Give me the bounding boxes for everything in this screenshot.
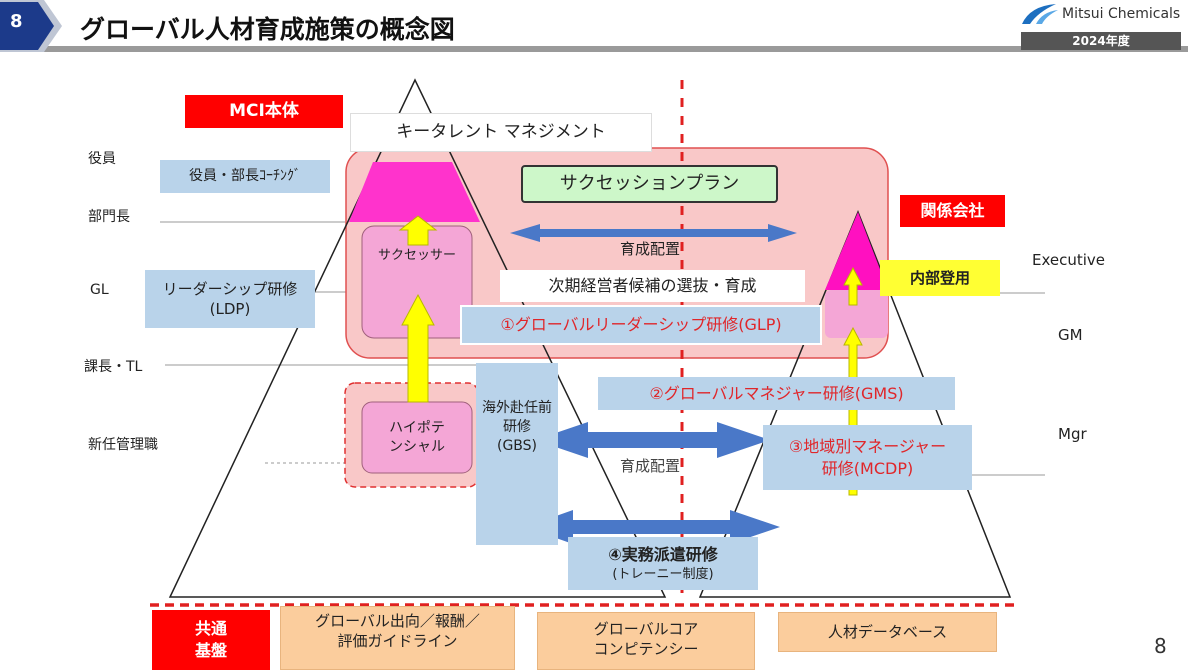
key-talent-title: キータレント マネジメント	[350, 113, 652, 152]
promote-arrow-large	[401, 293, 435, 403]
competency-line2: コンピテンシー	[593, 640, 699, 659]
level-gl: GL	[90, 282, 109, 298]
placement-label-top: 育成配置	[619, 239, 680, 258]
guidelines-line1: グローバル出向／報酬／	[315, 612, 480, 630]
successor-label: サクセッサー	[377, 248, 456, 264]
logo-text: Mitsui Chemicals	[1062, 6, 1181, 22]
internal-arrow-bottom	[843, 326, 863, 496]
trainee-line1: ④実務派遣研修	[608, 544, 718, 564]
page-title: グローバル人材育成施策の概念図	[80, 15, 455, 44]
ldp-line2: (LDP)	[209, 300, 251, 318]
foundation-line1: 共通	[194, 619, 227, 639]
page-number: 8	[1154, 634, 1167, 658]
executive-layer	[349, 162, 480, 222]
coaching-program: 役員・部長ｺｰﾁﾝｸﾞ	[160, 160, 330, 193]
ldp-program: リーダーシップ研修 (LDP)	[145, 270, 315, 328]
mcdp-program: ③地域別マネージャー 研修(MCDP)	[763, 425, 972, 490]
level-right-executive: Executive	[1032, 251, 1106, 269]
year-badge: 2024年度	[1021, 32, 1181, 50]
gbs-line3: (GBS)	[496, 437, 538, 454]
trainee-line2: (トレーニー制度)	[612, 566, 714, 582]
foundation-label: 共通 基盤	[152, 610, 270, 670]
affiliate-executive-layer	[825, 212, 888, 290]
mcdp-line1: ③地域別マネージャー	[788, 436, 947, 456]
mci-label: MCI本体	[185, 95, 343, 128]
header-bar	[0, 0, 1188, 52]
foundation-item-guidelines: グローバル出向／報酬／ 評価ガイドライン	[280, 606, 515, 670]
level-right-mgr: Mgr	[1058, 425, 1087, 443]
level-new-manager: 新任管理職	[88, 437, 158, 453]
gms-program: ②グローバルマネジャー研修(GMS)	[598, 377, 955, 410]
level-division-head: 部門長	[88, 209, 130, 225]
level-right-gm: GM	[1058, 326, 1083, 344]
foundation-item-competency: グローバルコア コンピテンシー	[537, 612, 755, 670]
placement-arrow-bottom	[525, 510, 780, 544]
high-potential-label: ハイポテンシャル	[362, 402, 472, 473]
guidelines-line2: 評価ガイドライン	[337, 632, 458, 651]
internal-promotion: 内部登用	[880, 260, 1000, 296]
next-exec-label: 次期経営者候補の選抜・育成	[500, 270, 805, 302]
foundation-item-database: 人材データベース	[778, 612, 997, 652]
placement-arrow-mid	[535, 422, 770, 458]
gbs-line1: 海外赴任前	[482, 400, 552, 416]
level-section-chief: 課長・TL	[84, 359, 143, 375]
affiliate-successor-box	[825, 290, 888, 338]
promote-arrow-small	[398, 215, 438, 246]
level-executive: 役員	[88, 151, 116, 167]
mitsui-logo-icon	[1022, 4, 1058, 24]
succession-plan: サクセッションプラン	[521, 165, 778, 203]
placement-label-mid: 育成配置	[619, 456, 680, 475]
foundation-line2: 基盤	[194, 641, 227, 660]
placement-arrow-top	[510, 224, 797, 242]
glp-program: ①グローバルリーダーシップ研修(GLP)	[460, 305, 822, 345]
gbs-line2: 研修	[503, 418, 531, 435]
internal-arrow-top	[843, 266, 863, 306]
slide-number: 8	[10, 11, 23, 32]
slide-number-chevron	[0, 0, 62, 52]
gbs-program: 海外赴任前 研修 (GBS)	[476, 363, 558, 545]
competency-line1: グローバルコア	[593, 620, 699, 638]
ldp-line1: リーダーシップ研修	[162, 279, 298, 298]
high-potential-text: ハイポテンシャル	[389, 419, 445, 455]
trainee-program: ④実務派遣研修 (トレーニー制度)	[568, 537, 758, 590]
mcdp-line2: 研修(MCDP)	[821, 458, 914, 478]
affiliates-label: 関係会社	[900, 195, 1005, 227]
